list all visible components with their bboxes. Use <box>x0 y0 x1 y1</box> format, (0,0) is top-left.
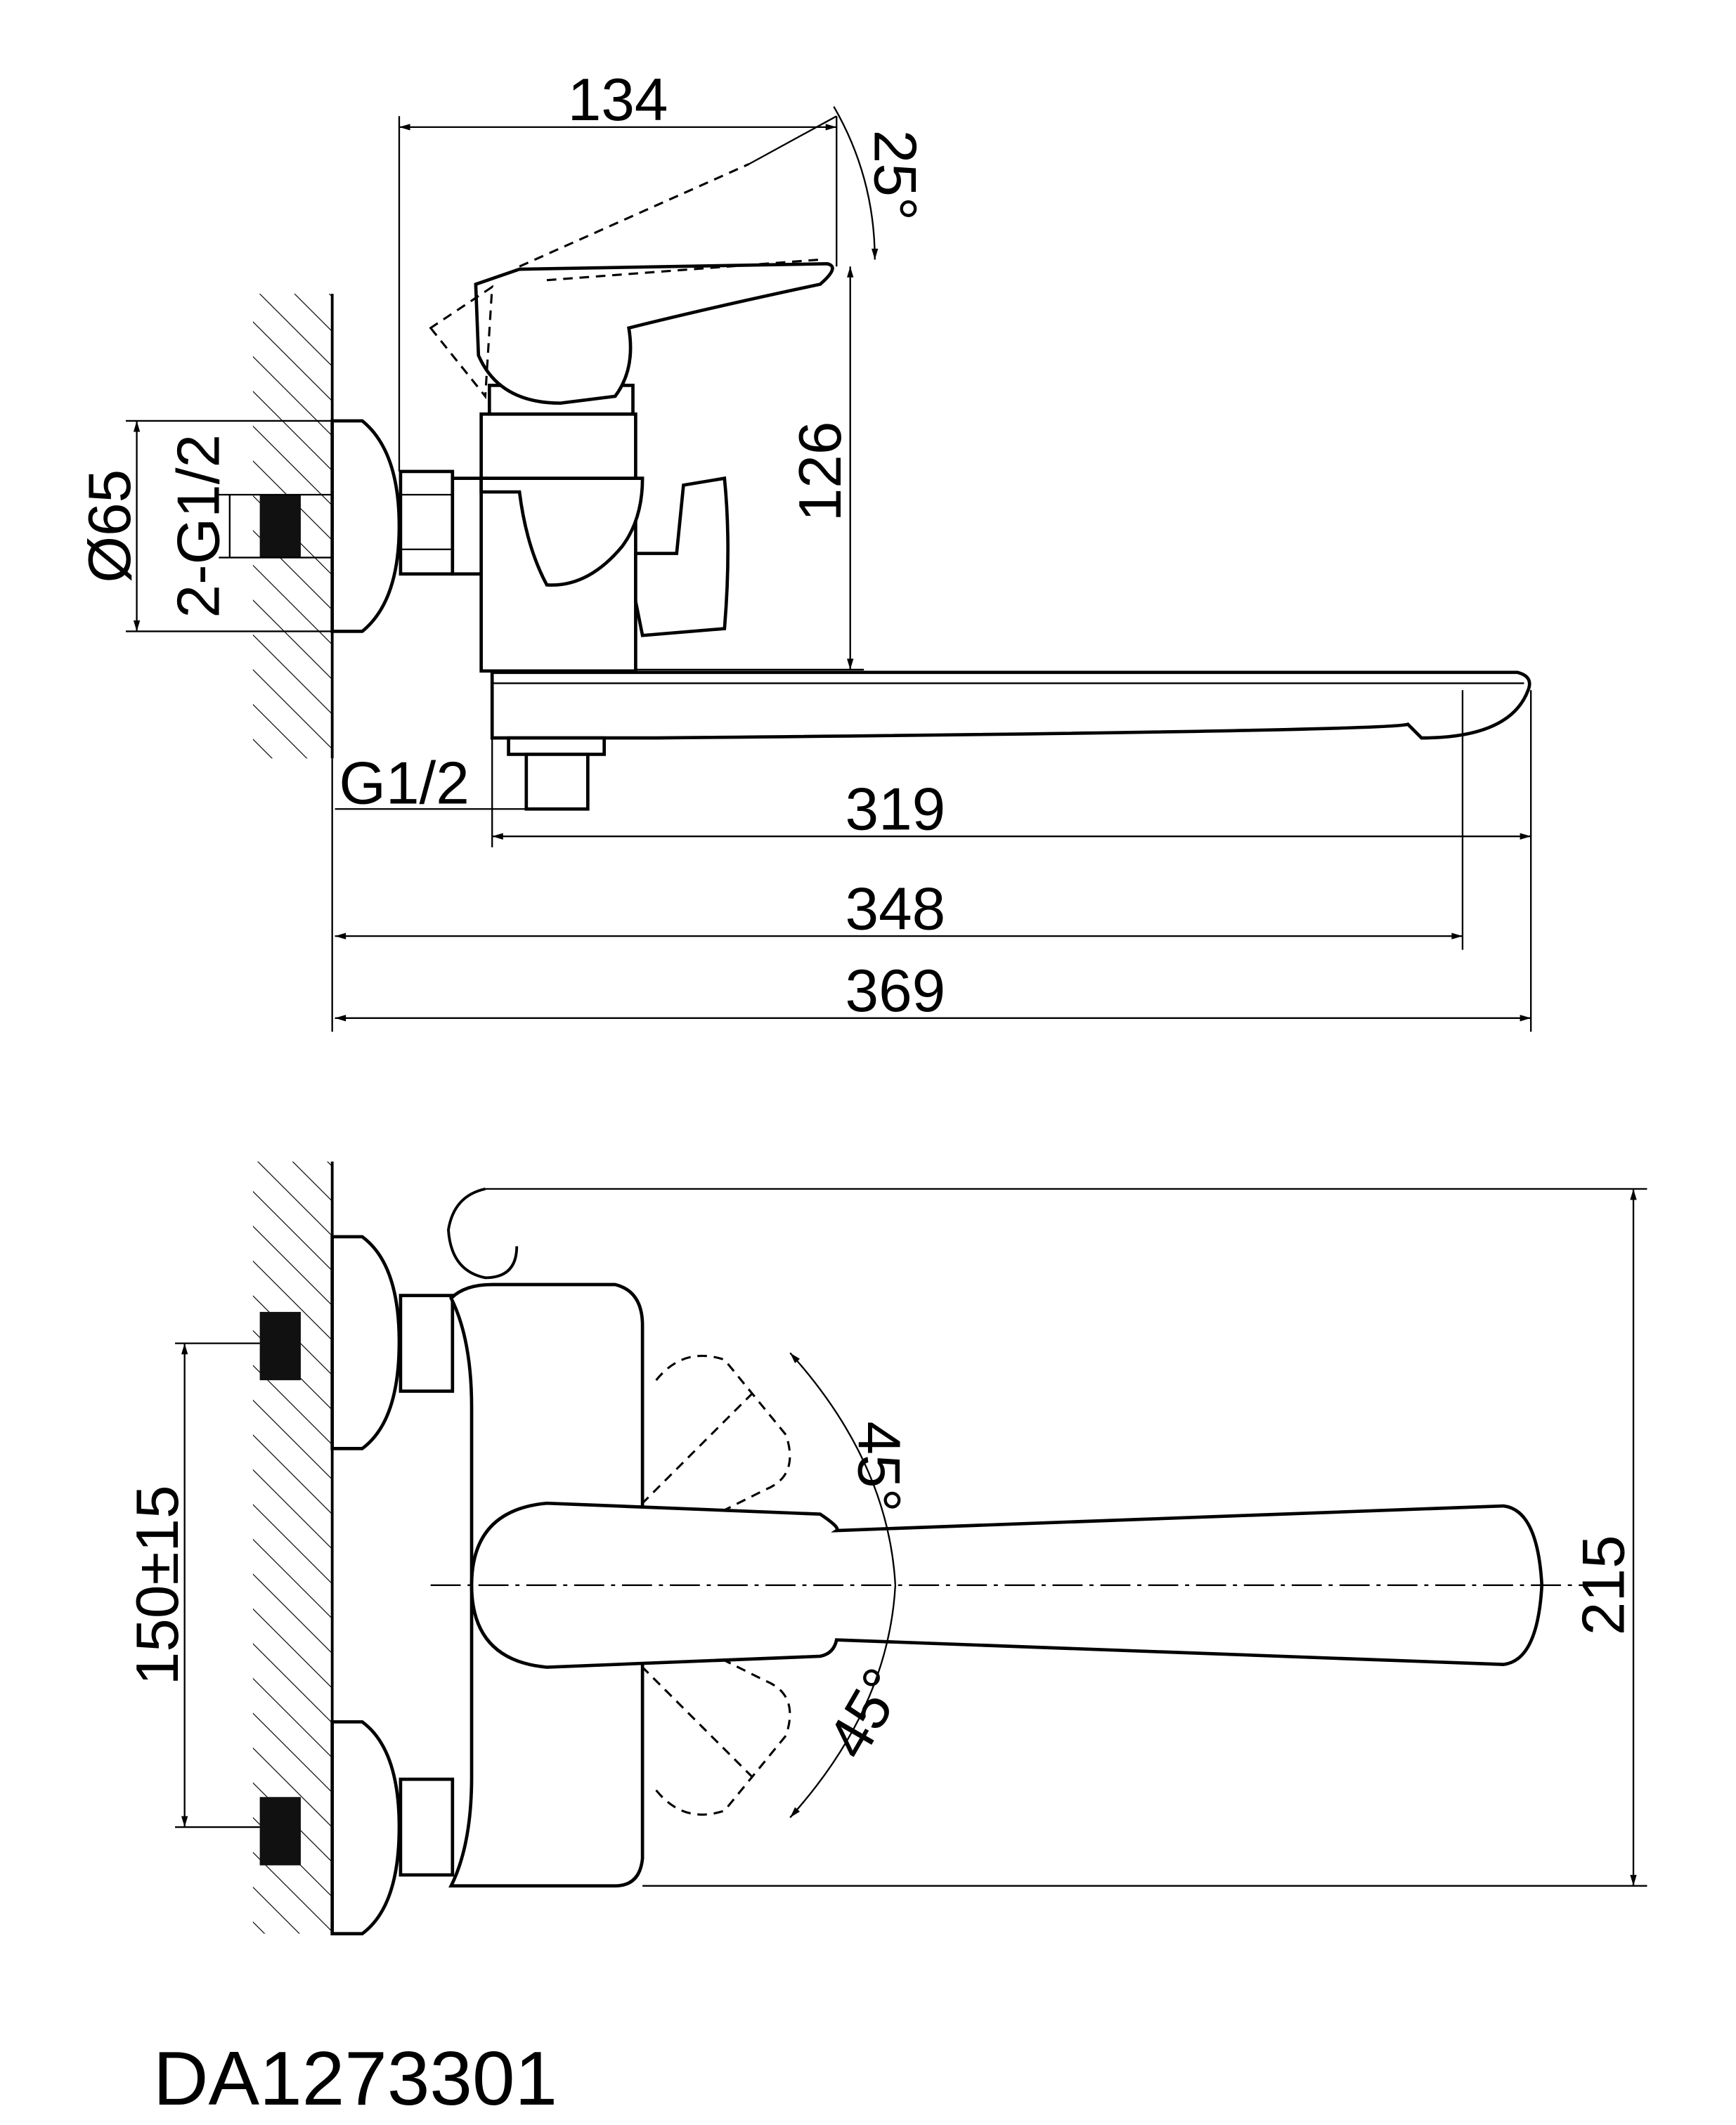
spout <box>490 670 1531 740</box>
dim-126: 126 <box>787 422 854 522</box>
nut <box>399 1777 455 1877</box>
handle <box>474 261 834 405</box>
dim-319: 319 <box>846 776 946 843</box>
dim-45-deg-down: 45° <box>815 1658 918 1770</box>
escutcheon <box>330 419 401 633</box>
nut <box>399 1294 455 1393</box>
dim-150-15: 150±15 <box>124 1485 191 1685</box>
nut <box>399 469 455 576</box>
dim-outlet-thread: G1/2 <box>339 750 469 817</box>
dim-369: 369 <box>846 958 946 1025</box>
shower-hook <box>447 1187 519 1280</box>
dim-inlet-thread: 2-G1/2 <box>165 434 232 618</box>
escutcheon <box>330 1720 401 1936</box>
inlet-thread-icon <box>259 1797 301 1866</box>
outlet-thread <box>524 753 590 811</box>
inlet-thread-icon <box>259 1311 301 1381</box>
dim-134: 134 <box>568 67 668 134</box>
escutcheon <box>330 1235 401 1450</box>
inlet-thread-icon <box>259 494 301 558</box>
dim-45-deg-up: 45° <box>845 1421 912 1512</box>
top-view: 45° 45° 215 150±15 <box>124 1161 1647 1936</box>
dim-25-deg: 25° <box>862 130 928 221</box>
diverter-knob <box>634 476 730 637</box>
side-view: 134 25° 126 Ø65 2-G1/2 G1/2 319 348 369 <box>77 67 1532 1032</box>
dim-348: 348 <box>846 876 946 942</box>
dim-215: 215 <box>1570 1535 1637 1635</box>
model-number: DA1273301 <box>153 2036 557 2121</box>
dim-diameter-65: Ø65 <box>77 469 143 583</box>
